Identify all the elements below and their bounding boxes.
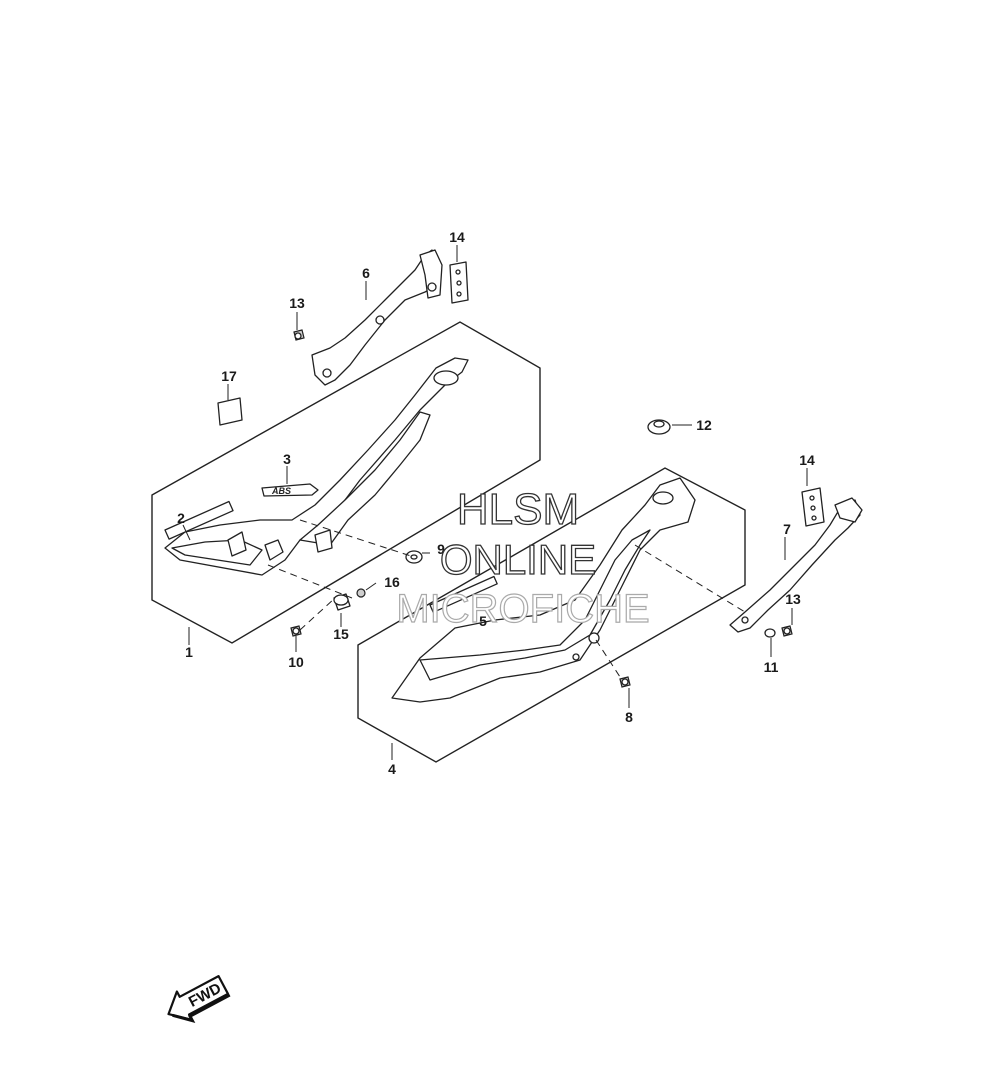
- part-14-rubber-right: [801, 487, 825, 527]
- callout-13-right: 13: [785, 591, 801, 607]
- callout-1: 1: [185, 644, 193, 660]
- watermark-line-2: ONLINE: [440, 536, 596, 583]
- callout-17: 17: [221, 368, 237, 384]
- callout-labels: 1 2 3 4 5 6 7 8 9 10 11 12 13 13 14 14 1…: [177, 229, 815, 777]
- callout-13-top: 13: [289, 295, 305, 311]
- assembly-box-right: [357, 467, 746, 763]
- callout-6: 6: [362, 265, 370, 281]
- part-17-pad: [217, 397, 243, 426]
- callout-12: 12: [696, 417, 712, 433]
- part-7-bracket: [729, 497, 863, 633]
- callout-5: 5: [479, 613, 487, 629]
- callout-11: 11: [764, 659, 779, 675]
- right-frame-cover: [391, 477, 696, 703]
- part-16-clip: [356, 588, 366, 598]
- part-12-grommet: [647, 419, 671, 435]
- callout-10: 10: [288, 654, 304, 670]
- part-11-collar: [764, 628, 776, 638]
- part-10-screw: [290, 625, 302, 637]
- watermark-line-3: MICROFICHE: [396, 587, 649, 631]
- callout-15: 15: [333, 626, 349, 642]
- callout-4: 4: [388, 761, 396, 777]
- callout-14-right: 14: [799, 452, 815, 468]
- part-3-emblem: ABS: [261, 483, 319, 497]
- callout-14-top: 14: [449, 229, 465, 245]
- part-2-strip: [164, 500, 234, 540]
- part-13-bolt-right: [781, 625, 793, 637]
- callout-2: 2: [177, 510, 185, 526]
- watermark: HLSM ONLINE MICROFICHE: [396, 484, 651, 631]
- callout-8: 8: [625, 709, 633, 725]
- callout-16: 16: [384, 574, 400, 590]
- part-13-bolt-top: [293, 329, 305, 341]
- callout-7: 7: [783, 521, 791, 537]
- fwd-arrow: FWD: [167, 975, 231, 1023]
- callout-3: 3: [283, 451, 291, 467]
- part-15-collar: [333, 593, 351, 611]
- part-14-rubber-top: [449, 261, 469, 304]
- emblem-text: ABS: [271, 486, 291, 496]
- part-6-bracket: [311, 249, 443, 386]
- part-8-screw: [619, 676, 631, 688]
- watermark-line-1: HLSM: [457, 485, 579, 534]
- part-5-strip: [429, 575, 498, 613]
- callout-9: 9: [437, 541, 445, 557]
- part-9-grommet: [405, 550, 423, 564]
- left-frame-cover: [164, 357, 469, 576]
- assembly-box-left: [151, 321, 541, 644]
- leader-lines: [182, 245, 808, 760]
